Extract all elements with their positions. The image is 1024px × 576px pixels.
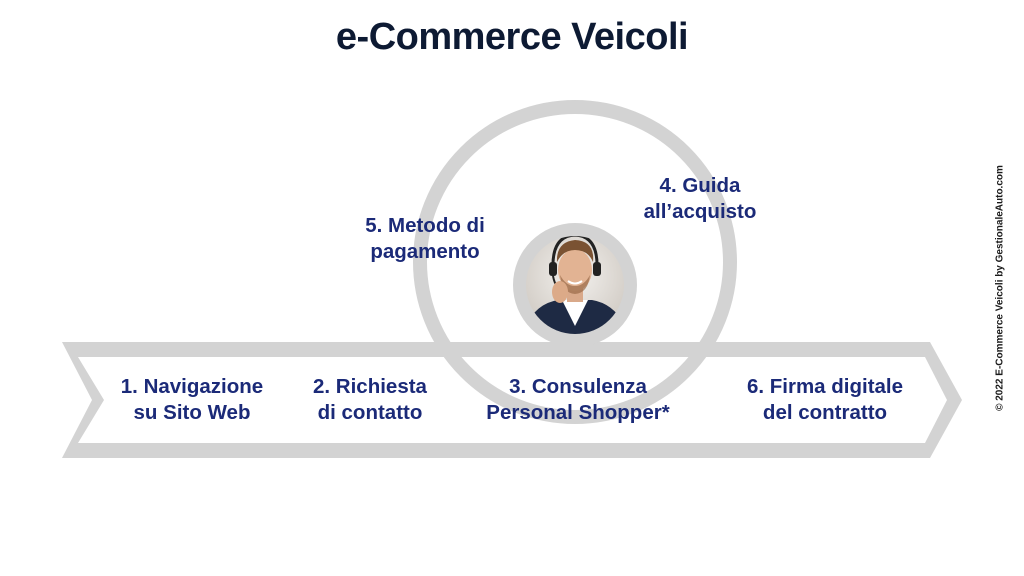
- step-2-label: 2. Richiesta di contatto: [313, 375, 427, 424]
- step-1-label: 1. Navigazione su Sito Web: [120, 375, 264, 424]
- step-6-label: 6. Firma digitale del contratto: [746, 375, 904, 424]
- arrow-band: [62, 342, 962, 458]
- avatar: [513, 223, 637, 347]
- loop-ring: [413, 100, 737, 424]
- copyright-notice: © 2022 E-Commerce Veicoli by GestionaleA…: [994, 165, 1006, 411]
- diagram-title: e-Commerce Veicoli: [335, 16, 689, 58]
- step-4-label: 4. Guida all’acquisto: [643, 174, 757, 223]
- step-5-label: 5. Metodo di pagamento: [365, 214, 485, 263]
- step-3-label: 3. Consulenza Personal Shopper*: [486, 375, 670, 424]
